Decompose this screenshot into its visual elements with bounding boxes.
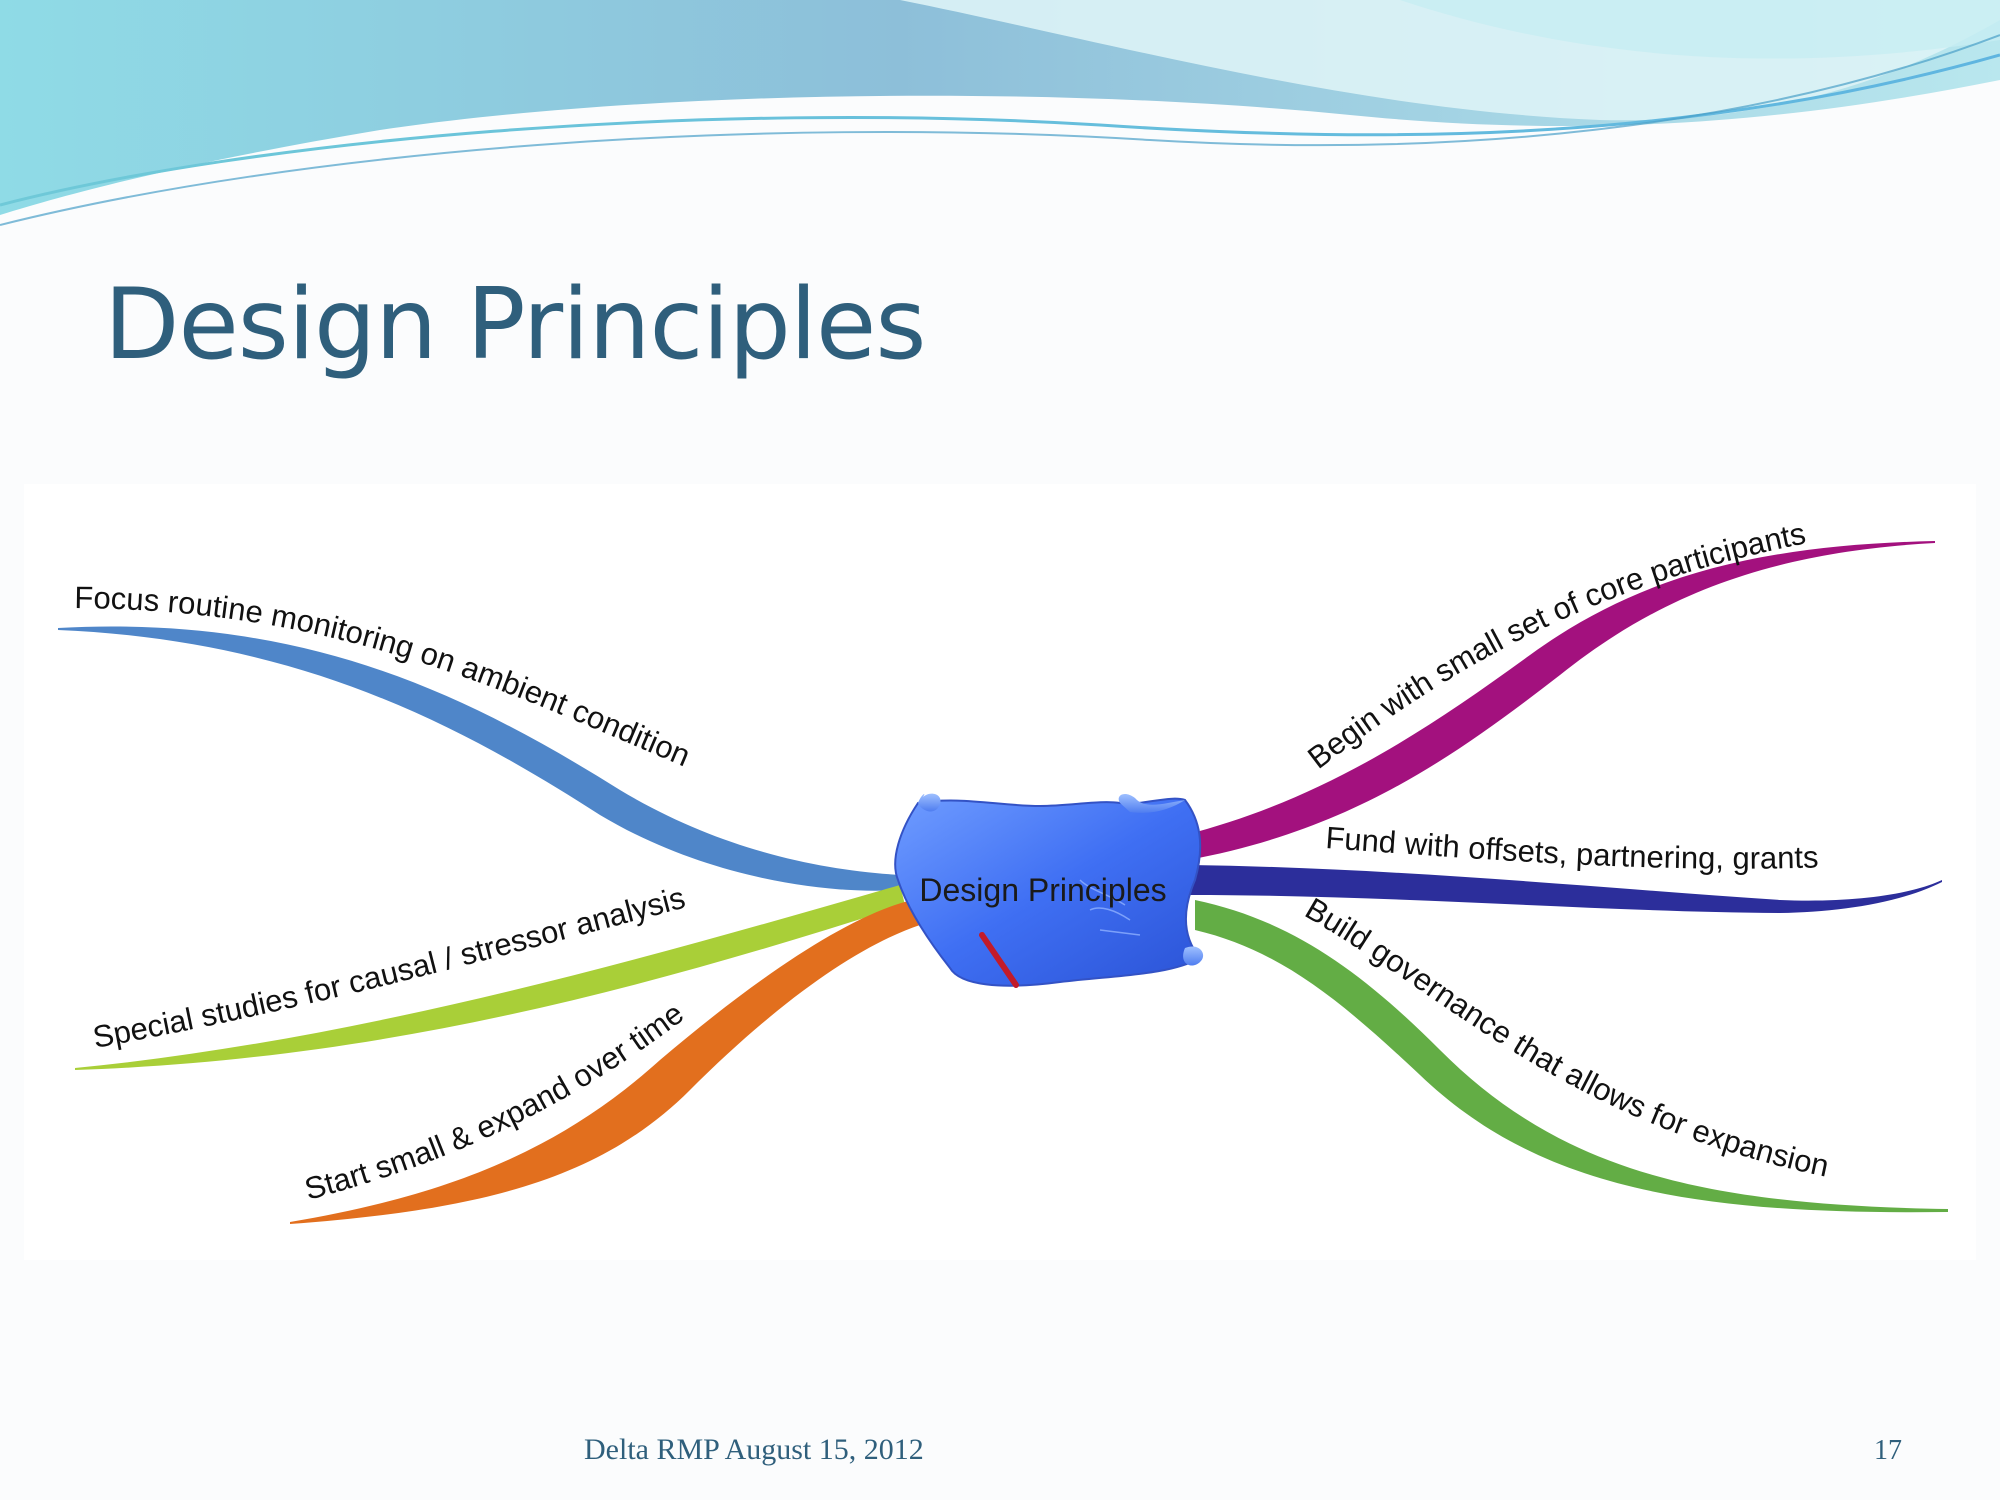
header-wave-decoration: [0, 0, 2000, 226]
branch-ribbon-build-governance: [1195, 900, 1948, 1213]
branch-ribbon-fund: [1190, 865, 1942, 913]
page-number: 17: [1874, 1435, 1902, 1466]
footer-text: Delta RMP August 15, 2012: [584, 1433, 924, 1466]
pencil-icon: [979, 932, 1019, 988]
slide-title: Design Principles: [104, 268, 926, 382]
scroll-bottom-curl: [1183, 946, 1204, 966]
central-topic-label: Design Principles: [919, 872, 1166, 908]
branch-ribbon-begin-small: [1185, 541, 1935, 860]
scroll-top-curl: [918, 793, 941, 812]
branch-ribbon-start-small: [290, 900, 920, 1224]
scroll-icon: [894, 797, 1202, 987]
scroll-sketch-lines: [1079, 879, 1141, 936]
scroll-right-curl: [1118, 793, 1185, 813]
central-topic[interactable]: Design Principles: [894, 793, 1204, 988]
branch-label-fund[interactable]: Fund with offsets, partnering, grants: [1324, 820, 1818, 876]
